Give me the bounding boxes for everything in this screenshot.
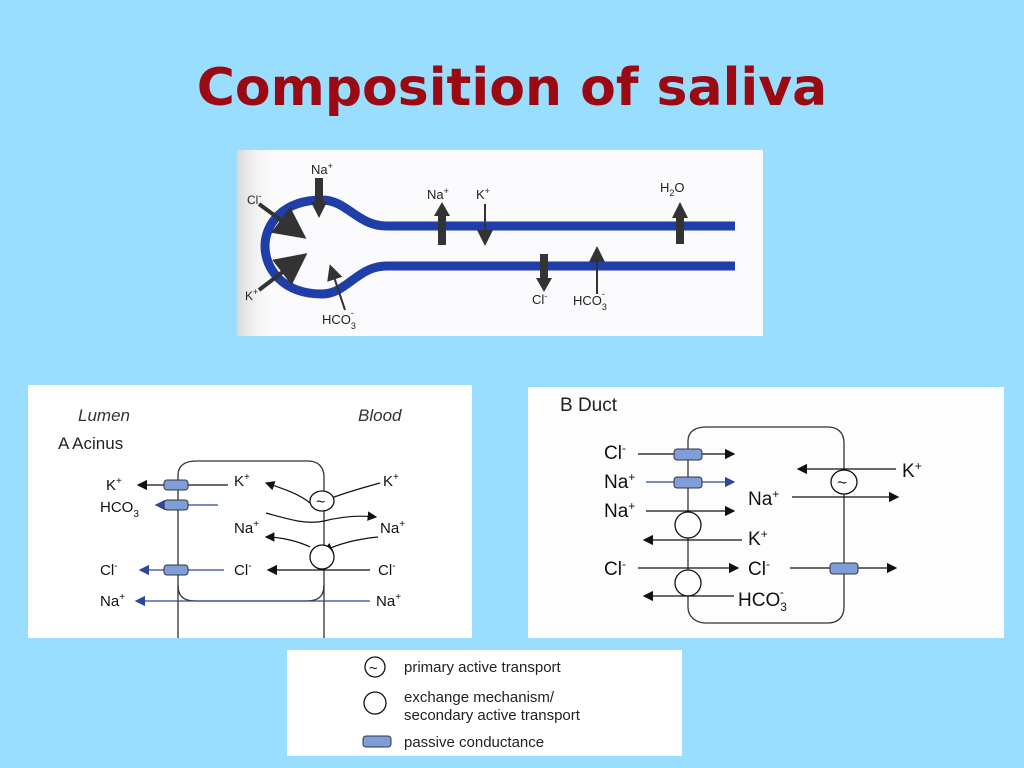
duct-cl-channel: [673, 448, 703, 461]
cl-label-2: Cl-: [532, 291, 547, 307]
svg-text:Cl-: Cl-: [100, 561, 118, 579]
svg-text:Na+: Na+: [100, 592, 125, 610]
saliva-gland-diagram: Na+ Cl- K+ HCO3- Na+ K+ H2O Cl- HCO3-: [237, 150, 763, 336]
lumen-label: Lumen: [78, 406, 130, 425]
na-row: Na+ Na+: [234, 511, 405, 552]
acinus-tube: [260, 195, 735, 299]
legend-exchange: exchange mechanism/ secondary active tra…: [363, 689, 581, 724]
duct-title: B Duct: [560, 395, 618, 416]
svg-text:K+: K+: [748, 527, 768, 550]
cl-down-arrow: [540, 254, 548, 280]
k-channel: [163, 479, 189, 491]
svg-text:HCO3-: HCO3-: [738, 585, 787, 614]
svg-text:Na+: Na+: [376, 592, 401, 610]
duct-exchanger-1: [674, 511, 702, 539]
na-paracellular-row: Na+ Na+: [100, 592, 401, 610]
svg-text:Na+: Na+: [604, 499, 635, 522]
exchanger-symbol-icon: [363, 691, 387, 715]
na-label-2: Na+: [427, 186, 449, 202]
na-k-cl-cotransporter: [309, 544, 335, 570]
channel-symbol-icon: [362, 735, 392, 748]
hco3-channel: [163, 499, 189, 511]
svg-text:Na+: Na+: [234, 519, 259, 537]
na-label-1: Na+: [311, 161, 333, 177]
svg-text:~: ~: [369, 660, 378, 677]
gland-tube-svg: Na+ Cl- K+ HCO3- Na+ K+ H2O Cl- HCO3-: [237, 150, 735, 336]
blood-label: Blood: [358, 406, 402, 425]
duct-na-in-row: Na+: [604, 470, 736, 493]
svg-text:Cl-: Cl-: [604, 441, 626, 464]
svg-text:passive conductance: passive conductance: [404, 734, 544, 751]
acinus-panel: Lumen Blood A Acinus K+ K+ K+ HCO3 ~ Na+…: [28, 385, 472, 638]
duct-cl-in-row: Cl-: [604, 441, 736, 464]
hco3-row: HCO3: [100, 499, 218, 520]
duct-exchanger-2: [674, 569, 702, 597]
k-label-2: K+: [476, 186, 490, 202]
k-row: K+ K+ K+: [106, 472, 399, 504]
duct-na-channel: [673, 476, 703, 489]
svg-text:Na+: Na+: [748, 487, 779, 510]
duct-cell-outline: [687, 426, 845, 624]
k-label-1: K+: [245, 287, 258, 303]
svg-text:~: ~: [837, 473, 847, 492]
cl-row: Cl- Cl- Cl-: [100, 561, 396, 579]
hco3-arrow: [327, 264, 346, 311]
svg-text:Na+: Na+: [604, 470, 635, 493]
svg-text:K+: K+: [234, 472, 250, 490]
svg-text:Cl-: Cl-: [378, 561, 396, 579]
svg-text:secondary active transport: secondary active transport: [404, 707, 581, 724]
legend-svg: ~ primary active transport exchange mech…: [362, 656, 581, 751]
legend-panel: ~ primary active transport exchange mech…: [287, 650, 682, 756]
svg-text:K+: K+: [902, 459, 922, 482]
svg-text:Cl-: Cl-: [604, 557, 626, 580]
legend-passive: passive conductance: [362, 734, 544, 751]
svg-text:exchange mechanism/: exchange mechanism/: [404, 689, 555, 706]
h2o-label: H2O: [660, 180, 685, 198]
slide-title: Composition of saliva: [196, 58, 828, 118]
na-arrow: [315, 178, 323, 204]
hco3-label-1: HCO3-: [322, 308, 356, 331]
svg-text:Na+: Na+: [380, 519, 405, 537]
h2o-up-arrow: [676, 216, 684, 244]
cl-arrow: [257, 202, 307, 239]
svg-text:HCO3: HCO3: [100, 499, 139, 520]
cl-label-1: Cl-: [247, 191, 261, 207]
duct-svg: B Duct Cl- Na+ ~ K+ Na+ Na+: [560, 395, 922, 624]
duct-cl-basolateral-channel: [829, 562, 859, 575]
scan-shadow: [237, 150, 277, 336]
k-arrow: [257, 253, 308, 292]
hco3-label-2: HCO3-: [573, 289, 607, 312]
duct-na-h-exchanger-row: Na+ K+: [604, 499, 768, 550]
acinus-svg: Lumen Blood A Acinus K+ K+ K+ HCO3 ~ Na+…: [58, 406, 405, 638]
duct-na-k-pump: [830, 469, 858, 495]
svg-text:Cl-: Cl-: [748, 557, 770, 580]
acinus-title: A Acinus: [58, 434, 123, 453]
svg-text:~: ~: [316, 494, 325, 511]
na-k-pump: [309, 490, 335, 512]
svg-text:Cl-: Cl-: [234, 561, 252, 579]
svg-text:primary active transport: primary active transport: [404, 659, 562, 676]
duct-cl-hco3-row: Cl- Cl- HCO3-: [604, 557, 898, 614]
duct-k-pump-row: ~ K+ Na+: [748, 459, 922, 510]
pump-symbol-icon: [364, 656, 386, 678]
svg-text:K+: K+: [383, 472, 399, 490]
svg-text:K+: K+: [106, 476, 122, 494]
acinar-cell-outline: [177, 460, 325, 638]
duct-panel: B Duct Cl- Na+ ~ K+ Na+ Na+: [528, 387, 1004, 638]
cl-channel: [163, 564, 189, 576]
legend-primary: ~ primary active transport: [364, 656, 562, 678]
na-up-arrow: [438, 215, 446, 245]
